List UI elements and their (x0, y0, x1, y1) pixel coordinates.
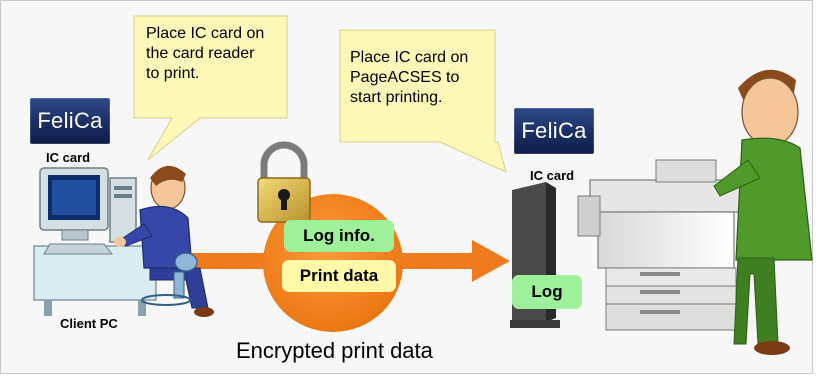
standing-person-icon (713, 69, 813, 355)
computer-icon (33, 167, 157, 316)
client-pc-label: Client PC (60, 316, 118, 331)
speech-bubble-left (133, 15, 288, 161)
padlock-icon (257, 141, 311, 223)
felica-brand-text: FeliCa (37, 108, 103, 133)
bubble-right-line: start printing. (350, 89, 443, 106)
bubble-left-line: the card reader (146, 45, 255, 62)
bubble-right-line: Place IC card on (350, 49, 469, 66)
copier-icon (577, 159, 741, 331)
ic-card-label-right: IC card (530, 168, 575, 183)
felica-brand-text: FeliCa (521, 118, 587, 143)
ic-card-label-left: IC card (46, 150, 91, 165)
felica-card-logo-left: FeliCa (30, 98, 110, 144)
log-pill: Log (512, 275, 582, 309)
log-info-pill: Log info. (284, 220, 394, 252)
bubble-right-line: PageACSES to (350, 69, 460, 86)
bubble-left-text: Place IC card on the card reader to prin… (146, 24, 264, 84)
print-data-pill: Print data (282, 260, 396, 292)
speech-bubble-right (339, 29, 507, 173)
felica-card-logo-right: FeliCa (514, 108, 594, 154)
encrypted-print-data-caption: Encrypted print data (236, 338, 433, 363)
person-icon (114, 165, 214, 317)
bubble-left-line: to print. (146, 65, 200, 82)
bubble-left-line: Place IC card on (146, 25, 265, 42)
bubble-right-text: Place IC card on PageACSES to start prin… (350, 48, 468, 108)
